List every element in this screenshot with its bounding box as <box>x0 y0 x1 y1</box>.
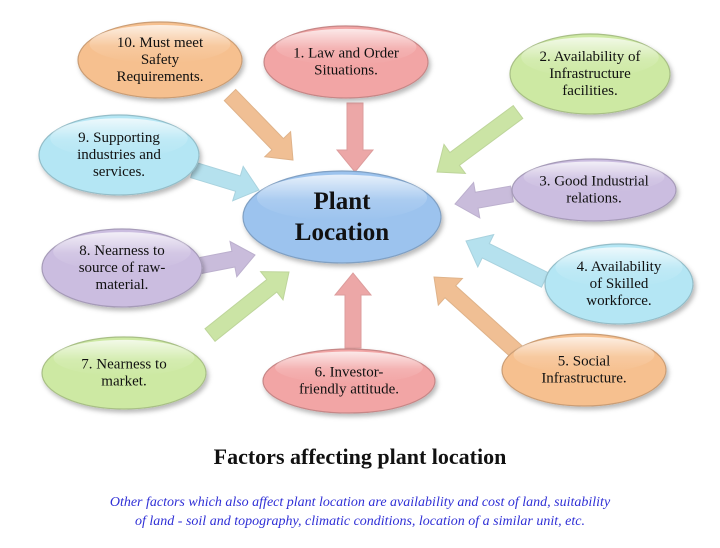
arrow-factor-2 <box>335 102 375 173</box>
factor-node-10-label-line: Infrastructure. <box>541 371 626 387</box>
arrow-factor-4 <box>190 161 260 202</box>
footnote: Other factors which also affect plant lo… <box>20 493 700 531</box>
factor-node-7-label-line: of Skilled <box>590 276 649 292</box>
factor-node-6-label-line: source of raw- <box>79 260 166 276</box>
factor-node-9-label-line: friendly attitude. <box>299 382 399 398</box>
arrow-factor-9 <box>333 272 373 349</box>
factor-node-1-label-line: 10. Must meet <box>117 35 204 51</box>
factor-node-5-label-line: 3. Good Industrial <box>539 174 649 190</box>
factor-node-1-highlight <box>89 25 231 64</box>
factor-node-9: 6. Investor-friendly attitude. <box>262 348 436 414</box>
factor-node-3-label-line: 2. Availability of <box>540 49 641 65</box>
center-node-label-line: Plant <box>314 188 372 215</box>
footnote-line-1: Other factors which also affect plant lo… <box>109 495 611 510</box>
arrow-factor-6 <box>195 240 256 278</box>
factor-node-9-label-line: 6. Investor- <box>315 365 384 381</box>
arrow-factor-5 <box>454 181 514 219</box>
factor-node-5-label-line: relations. <box>566 191 621 207</box>
factor-node-2-label-line: 1. Law and Order <box>293 46 399 62</box>
factor-node-1-label-line: Requirements. <box>116 69 203 85</box>
arrow-factor-10 <box>433 276 524 359</box>
factor-node-7-label-line: workforce. <box>586 293 651 309</box>
factor-node-4-label-line: industries and <box>77 147 161 163</box>
factor-node-1-label-line: Safety <box>141 52 180 68</box>
factor-node-6-label-line: 8. Nearness to <box>79 243 164 259</box>
factor-node-10-label-line: 5. Social <box>558 354 611 370</box>
factor-node-10-highlight <box>513 336 655 373</box>
center-node-highlight <box>256 174 428 221</box>
factor-node-3-highlight <box>521 37 659 78</box>
factor-node-3-label-line: facilities. <box>562 83 617 99</box>
arrow-factor-1 <box>223 88 294 161</box>
factor-node-6-highlight <box>53 232 191 272</box>
factor-node-8-label-line: market. <box>101 374 146 390</box>
arrow-factor-3 <box>436 104 524 174</box>
factor-node-3-label-line: Infrastructure <box>549 66 631 82</box>
factor-node-6-label-line: material. <box>96 277 149 293</box>
factor-node-2-label-line: Situations. <box>314 63 378 79</box>
diagram-caption: Factors affecting plant location <box>213 444 507 469</box>
arrow-factor-8 <box>204 271 290 343</box>
factor-node-7-label-line: 4. Availability <box>577 259 662 275</box>
factor-node-4-label-line: services. <box>93 164 145 180</box>
factor-node-8-highlight <box>53 339 195 376</box>
arrows-layer <box>190 88 550 359</box>
arrow-factor-7 <box>465 233 550 288</box>
factor-node-5-highlight <box>523 161 665 193</box>
factor-node-7-highlight <box>555 247 683 288</box>
center-node-label-line: Location <box>295 219 390 246</box>
factor-node-2-highlight <box>275 28 417 65</box>
factor-node-8-label-line: 7. Nearness to <box>81 357 166 373</box>
factor-node-3: 2. Availability ofInfrastructurefaciliti… <box>509 33 671 115</box>
factor-node-4-label-line: 9. Supporting <box>78 130 160 146</box>
factor-node-4-highlight <box>50 118 188 159</box>
footnote-line-2: of land - soil and topography, climatic … <box>135 514 585 529</box>
factor-node-9-highlight <box>275 351 423 384</box>
